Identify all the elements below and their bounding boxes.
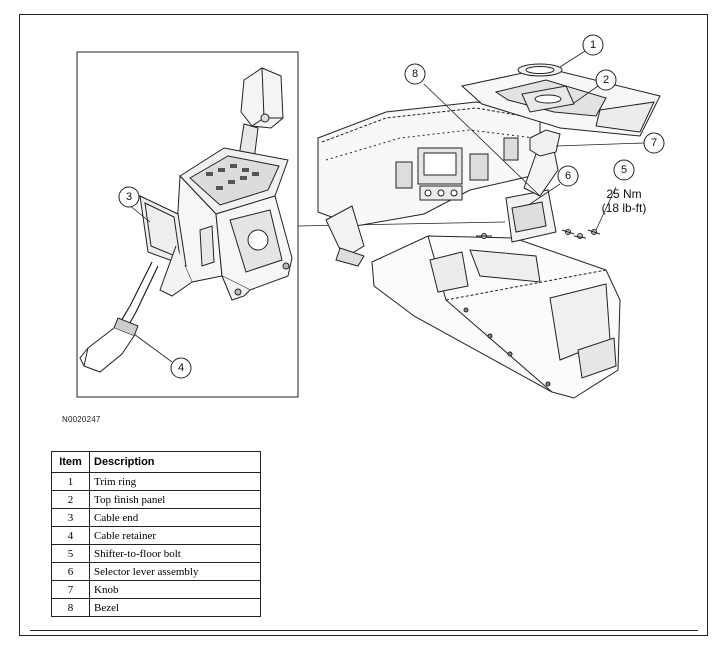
callout-4: 4 bbox=[170, 357, 192, 379]
svg-text:5: 5 bbox=[621, 164, 627, 176]
legend-item-description: Knob bbox=[89, 580, 261, 599]
svg-text:7: 7 bbox=[651, 137, 657, 149]
legend-item-number: 4 bbox=[51, 526, 90, 545]
torque-value-metric: 25 Nm bbox=[606, 187, 642, 201]
legend-item-number: 3 bbox=[51, 508, 90, 527]
legend-item-description: Selector lever assembly bbox=[89, 562, 261, 581]
shifter-detail-drawing bbox=[79, 67, 293, 373]
legend-table: Item Description 1 Trim ring 2 Top finis… bbox=[51, 451, 261, 617]
callout-2: 2 bbox=[595, 69, 617, 91]
callout-leader-lines bbox=[128, 50, 645, 363]
torque-spec: 25 Nm (18 lb-ft) bbox=[596, 187, 652, 215]
table-row: 8 Bezel bbox=[51, 598, 261, 617]
table-row: 2 Top finish panel bbox=[51, 490, 261, 509]
legend-item-number: 6 bbox=[51, 562, 90, 581]
callout-3: 3 bbox=[118, 186, 140, 208]
table-row: 6 Selector lever assembly bbox=[51, 562, 261, 581]
legend-header-row: Item Description bbox=[51, 451, 261, 473]
svg-text:3: 3 bbox=[126, 191, 132, 203]
legend-item-number: 2 bbox=[51, 490, 90, 509]
legend-item-number: 5 bbox=[51, 544, 90, 563]
table-row: 3 Cable end bbox=[51, 508, 261, 527]
svg-text:8: 8 bbox=[412, 68, 418, 80]
callout-5: 5 bbox=[613, 159, 635, 181]
legend-item-description: Shifter-to-floor bolt bbox=[89, 544, 261, 563]
svg-text:1: 1 bbox=[590, 39, 596, 51]
bottom-rule bbox=[30, 630, 698, 631]
figure-frame bbox=[19, 14, 708, 636]
legend-item-description: Trim ring bbox=[89, 472, 261, 491]
table-row: 5 Shifter-to-floor bolt bbox=[51, 544, 261, 563]
svg-text:2: 2 bbox=[603, 74, 609, 86]
legend-item-description: Cable retainer bbox=[89, 526, 261, 545]
legend-item-description: Bezel bbox=[89, 598, 261, 617]
callout-8: 8 bbox=[404, 63, 426, 85]
table-row: 4 Cable retainer bbox=[51, 526, 261, 545]
vehicle-interior-drawing bbox=[317, 63, 661, 399]
legend-header-description: Description bbox=[89, 451, 261, 473]
legend-item-number: 7 bbox=[51, 580, 90, 599]
callout-6: 6 bbox=[557, 165, 579, 187]
figure-id: N0020247 bbox=[62, 415, 101, 424]
torque-value-imperial: (18 lb-ft) bbox=[601, 201, 647, 215]
table-row: 1 Trim ring bbox=[51, 472, 261, 491]
callout-7: 7 bbox=[643, 132, 665, 154]
svg-text:4: 4 bbox=[178, 362, 184, 374]
svg-text:6: 6 bbox=[565, 170, 571, 182]
legend-header-item: Item bbox=[51, 451, 90, 473]
legend-item-description: Top finish panel bbox=[89, 490, 261, 509]
detail-inset-box bbox=[76, 51, 299, 398]
callout-1: 1 bbox=[582, 34, 604, 56]
table-row: 7 Knob bbox=[51, 580, 261, 599]
legend-item-number: 1 bbox=[51, 472, 90, 491]
legend-item-number: 8 bbox=[51, 598, 90, 617]
legend-item-description: Cable end bbox=[89, 508, 261, 527]
